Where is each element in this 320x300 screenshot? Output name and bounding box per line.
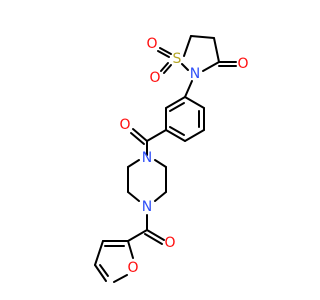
bond <box>157 50 170 58</box>
bond <box>127 229 148 242</box>
molecule-structure: S O O N O O N N <box>94 35 249 283</box>
bond <box>190 35 215 39</box>
isothiazolidinone-ring <box>157 35 237 74</box>
bond <box>160 62 169 72</box>
bond <box>183 35 192 57</box>
bond <box>169 126 185 136</box>
bond <box>144 233 163 245</box>
benzene-ring <box>165 80 205 142</box>
amide-carbonyl-1 <box>130 128 167 156</box>
bond <box>184 96 205 109</box>
bond <box>146 129 167 142</box>
bond <box>130 132 145 145</box>
bond <box>184 129 205 142</box>
atom-sulfur: S <box>173 51 182 67</box>
bond <box>146 229 165 241</box>
bond <box>213 37 220 63</box>
atom-nitrogen: N <box>142 150 152 166</box>
atom-oxygen: O <box>164 235 175 251</box>
bond <box>127 191 140 202</box>
bond <box>154 191 167 202</box>
bond <box>94 264 107 282</box>
atom-oxygen: O <box>237 56 248 72</box>
furan-ring <box>94 240 134 283</box>
bond <box>94 240 104 266</box>
atom-oxygen: O <box>119 117 130 133</box>
molecule-canvas: S O O N O O N N <box>94 35 249 283</box>
atom-nitrogen: N <box>142 199 152 215</box>
bond <box>169 102 185 112</box>
bond <box>202 61 220 72</box>
bond <box>132 128 148 142</box>
bond <box>165 96 186 109</box>
bond <box>184 80 193 98</box>
atom-oxygen: O <box>149 70 160 86</box>
bond <box>181 63 189 71</box>
atom-oxygen: O <box>146 36 157 52</box>
bond <box>127 240 134 259</box>
bond <box>99 264 109 277</box>
atom-oxygen: O <box>127 260 138 276</box>
bond <box>163 64 172 74</box>
amide-carbonyl-2 <box>127 214 165 245</box>
atom-nitrogen: N <box>190 66 200 82</box>
bond <box>165 129 186 142</box>
bond <box>113 274 128 283</box>
bond <box>159 47 172 55</box>
piperazine-ring <box>127 159 167 202</box>
bond <box>154 159 167 168</box>
bond <box>127 159 140 168</box>
